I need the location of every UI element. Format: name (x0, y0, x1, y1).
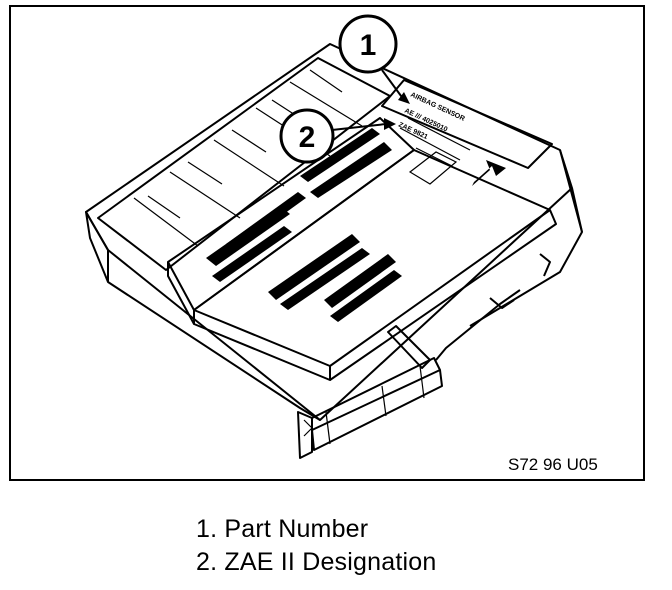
callout-1: 1 (338, 14, 410, 104)
figure-frame (9, 5, 645, 481)
legend: 1. Part Number 2. ZAE II Designation (196, 513, 616, 579)
figure-code: S72 96 U05 (508, 455, 598, 474)
barcode-group (206, 128, 402, 322)
callout-1-number: 1 (360, 29, 377, 62)
callout-2-number: 2 (299, 121, 316, 154)
airbag-sensor-module (85, 43, 583, 459)
legend-item-part-number: 1. Part Number (196, 515, 369, 543)
legend-item-zae-designation: 2. ZAE II Designation (196, 548, 437, 576)
callout-2: 2 (279, 108, 396, 164)
